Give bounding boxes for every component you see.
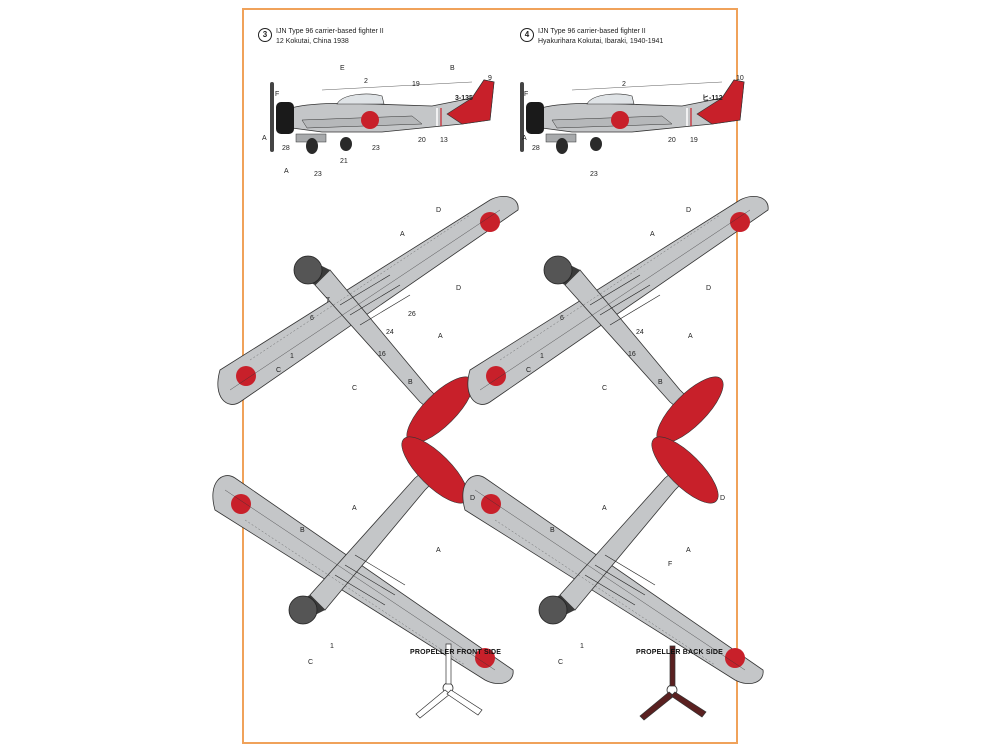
profile-3-top-view: [217, 195, 519, 453]
bottom-callout: B: [300, 527, 305, 534]
profile-4-side-view: [519, 79, 745, 155]
top-callout: B: [408, 379, 413, 386]
side-callout: 23: [590, 171, 598, 178]
bottom-callout: 1: [580, 643, 584, 650]
profile-3-caption: IJN Type 96 carrier-based fighter II 12 …: [276, 27, 384, 47]
top-callout: C: [602, 385, 607, 392]
top-callout: 16: [378, 351, 386, 358]
top-callout: D: [456, 285, 461, 292]
profile-4-subtitle: Hyakurihara Kokutai, Ibaraki, 1940-1941: [538, 38, 664, 45]
bottom-callout: D: [720, 495, 725, 502]
bottom-callout: C: [558, 659, 563, 666]
bottom-callout: 1: [330, 643, 334, 650]
side-callout: 23: [372, 145, 380, 152]
top-callout: 24: [636, 329, 644, 336]
side-callout: 20: [668, 137, 676, 144]
side-callout: 21: [340, 158, 348, 165]
bottom-callout: A: [602, 505, 607, 512]
side-callout: 9: [488, 75, 492, 82]
top-callout: C: [352, 385, 357, 392]
bottom-callout: A: [352, 505, 357, 512]
top-callout: A: [688, 333, 693, 340]
profile-3-bottom-view: [212, 427, 514, 685]
profile-3-side-view: [269, 79, 495, 155]
side-callout: 23: [314, 171, 322, 178]
top-callout: 1: [290, 353, 294, 360]
profile-4-top-view: [467, 195, 769, 453]
bottom-callout: D: [470, 495, 475, 502]
bottom-callout: A: [436, 547, 441, 554]
top-callout: C: [276, 367, 281, 374]
side-callout: 2: [622, 81, 626, 88]
side-callout: F: [524, 91, 528, 98]
profile-4-caption: IJN Type 96 carrier-based fighter II Hya…: [538, 27, 663, 47]
top-callout: 7: [326, 297, 330, 304]
side-callout: B: [450, 65, 455, 72]
top-callout: 1: [540, 353, 544, 360]
bottom-callout: F: [668, 561, 672, 568]
profile-4-number-badge: 4: [520, 28, 534, 42]
top-callout: A: [650, 231, 655, 238]
profile-3-number-badge: 3: [258, 28, 272, 42]
top-callout: 16: [628, 351, 636, 358]
top-callout: 6: [560, 315, 564, 322]
top-callout: A: [438, 333, 443, 340]
propeller-back-diagram: [639, 645, 707, 721]
bottom-callout: C: [308, 659, 313, 666]
side-callout: 28: [282, 145, 290, 152]
profile-3-tail-code: 3-135: [455, 95, 473, 102]
top-callout: 6: [310, 315, 314, 322]
top-callout: D: [436, 207, 441, 214]
side-callout: 19: [690, 137, 698, 144]
side-callout: F: [275, 91, 279, 98]
side-callout: 28: [532, 145, 540, 152]
propeller-front-label: PROPELLER FRONT SIDE: [410, 649, 502, 656]
side-callout: 2: [364, 78, 368, 85]
profile-3-title: IJN Type 96 carrier-based fighter II: [276, 28, 384, 35]
bottom-callout: B: [550, 527, 555, 534]
profile-3-subtitle: 12 Kokutai, China 1938: [276, 38, 349, 45]
top-callout: 24: [386, 329, 394, 336]
bottom-callout: A: [686, 547, 691, 554]
side-callout: 20: [418, 137, 426, 144]
top-callout: B: [658, 379, 663, 386]
side-callout: 19: [412, 81, 420, 88]
profile-4-title: IJN Type 96 carrier-based fighter II: [538, 28, 646, 35]
profile-4-tail-code: ヒ-112: [702, 94, 723, 102]
side-callout: A: [262, 135, 267, 142]
top-callout: A: [400, 231, 405, 238]
top-callout: D: [706, 285, 711, 292]
side-callout: A: [284, 168, 289, 175]
profile-4-bottom-view: [462, 427, 764, 685]
side-callout: 10: [736, 75, 744, 82]
side-callout: 13: [440, 137, 448, 144]
propeller-back-label: PROPELLER BACK SIDE: [636, 649, 724, 656]
top-callout: C: [526, 367, 531, 374]
side-callout: A: [522, 135, 527, 142]
side-callout: E: [340, 65, 345, 72]
top-callout: 26: [408, 311, 416, 318]
top-callout: D: [686, 207, 691, 214]
